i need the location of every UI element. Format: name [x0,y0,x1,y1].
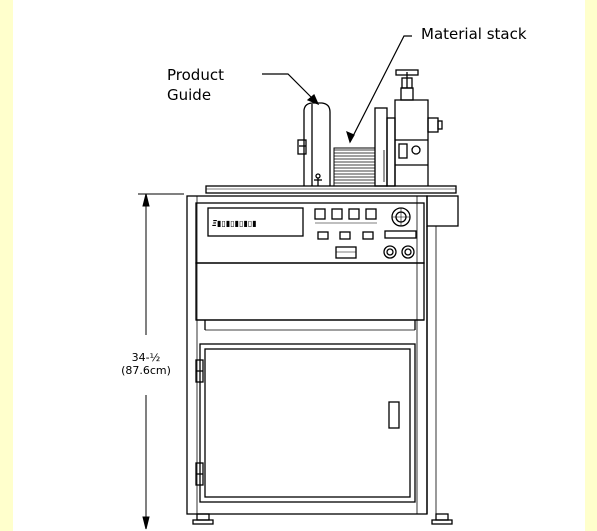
feeder-head [374,69,443,187]
height-dimension-metric: (87.6cm) [121,364,171,377]
product-guide-leader [262,73,320,106]
svg-text:Ξ▮▯▮▯▮▯▮▯▮: Ξ▮▯▮▯▮▯▮▯▮ [212,219,257,228]
cabinet-frame [186,195,428,515]
top-table-plate [205,185,457,194]
height-dimension [138,193,184,530]
product-guide [297,102,331,186]
material-stack-label: Material stack [421,25,527,43]
height-dimension-imperial: 34-½ [131,351,161,364]
product-guide-label-line2: Guide [167,86,212,104]
upper-body [195,262,425,321]
cabinet-door [195,343,416,503]
material-stack [333,147,376,187]
product-guide-label-line1: Product [167,66,224,84]
leveling-feet [192,513,453,525]
drawing-panel [13,0,585,531]
material-stack-leader [346,35,412,144]
control-panel: Ξ▮▯▮▯▮▯▮▯▮ [195,202,425,264]
